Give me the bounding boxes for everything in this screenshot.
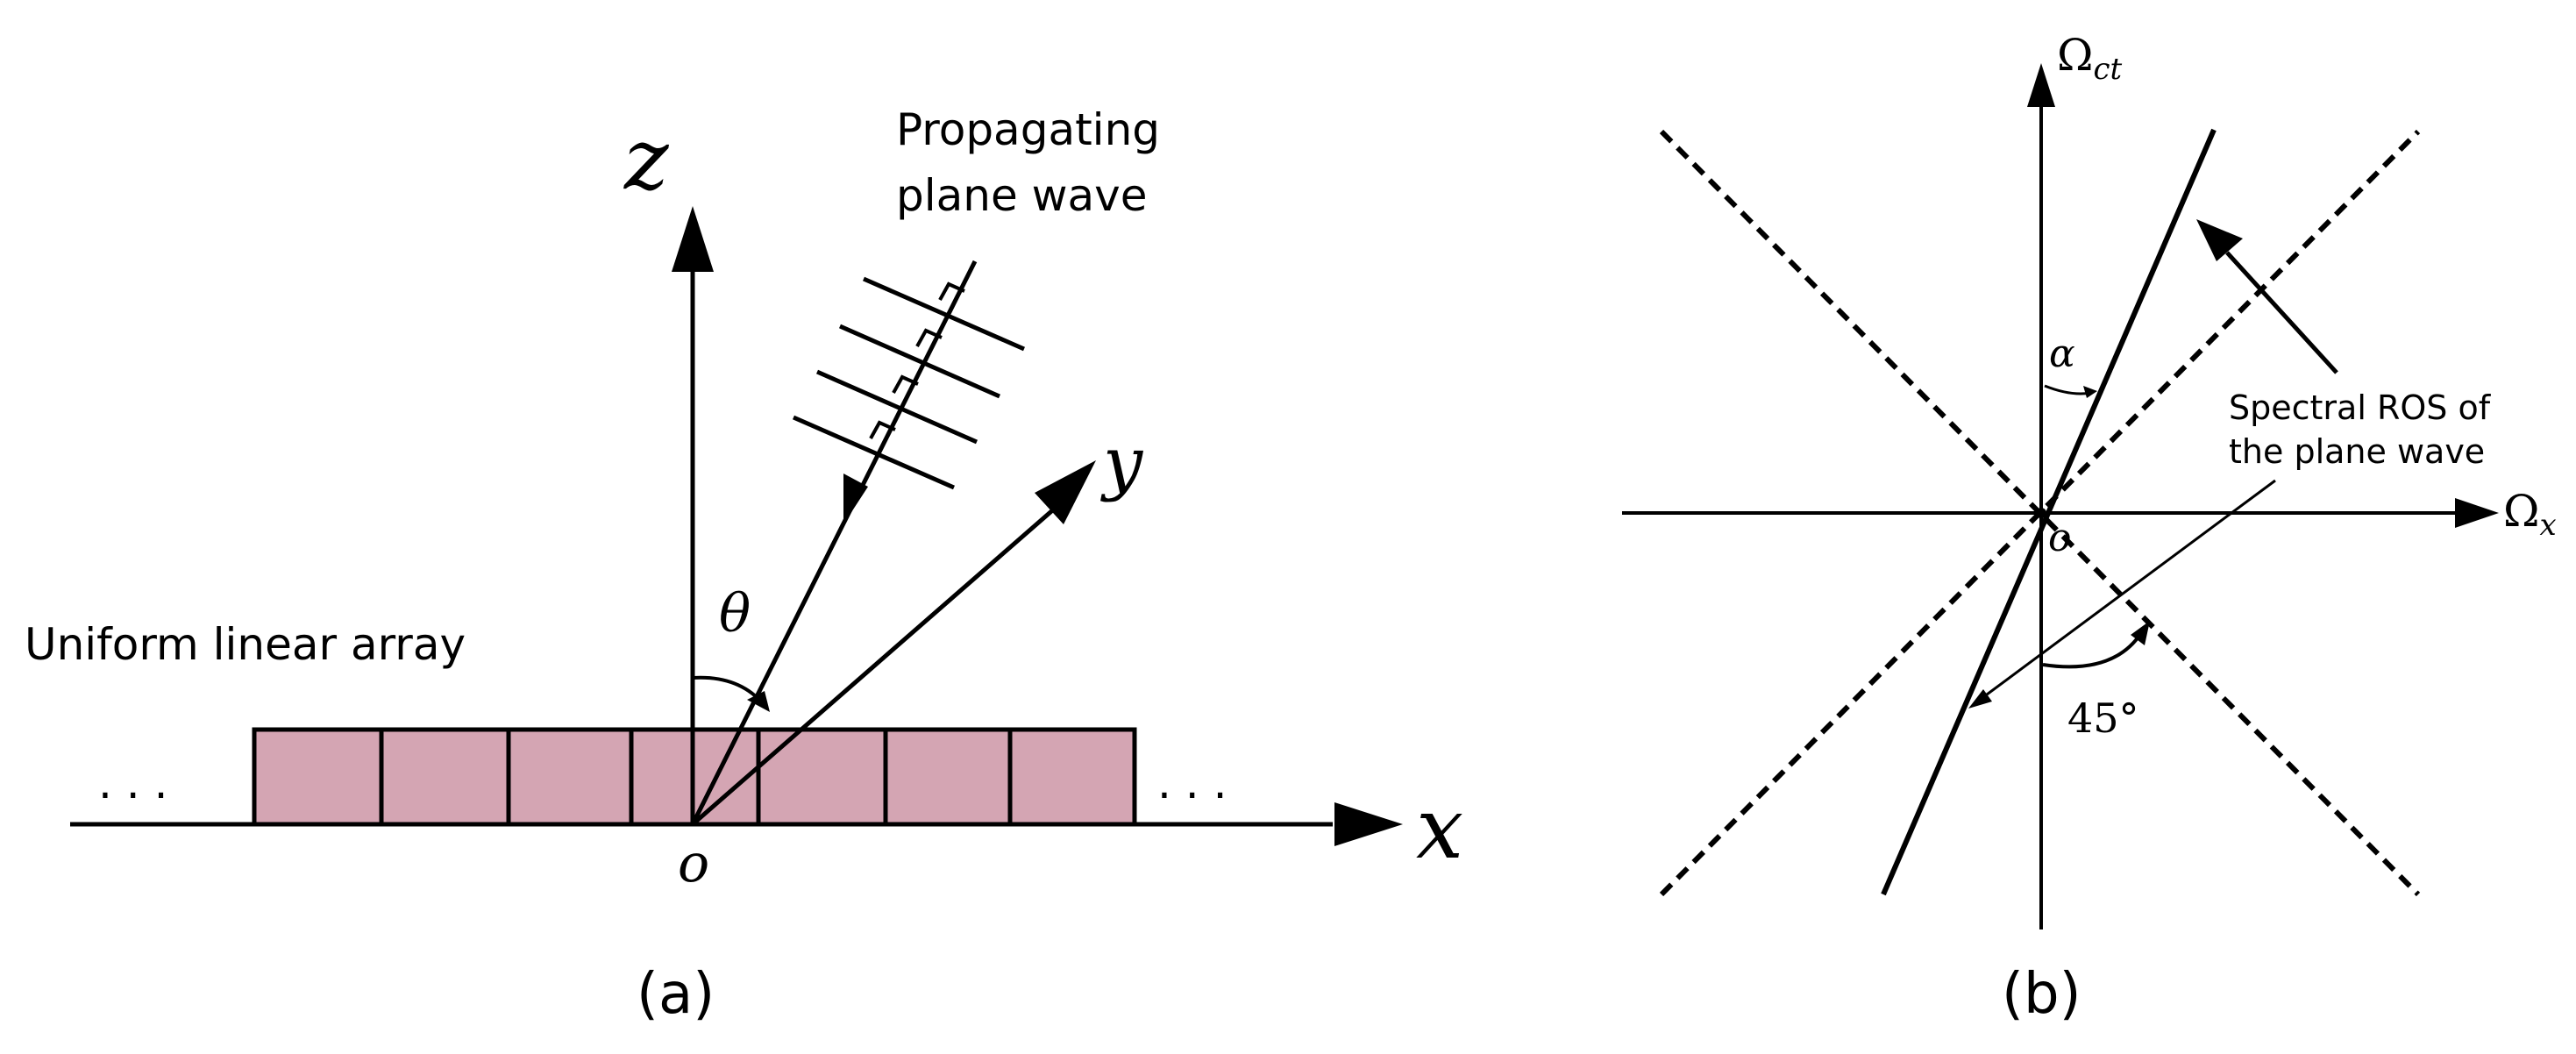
x-axis-label: x bbox=[1416, 780, 1463, 878]
y-axis-label: y bbox=[1100, 422, 1144, 503]
y-axis bbox=[691, 505, 1058, 826]
angle-45-label: 45° bbox=[2067, 694, 2139, 742]
ellipsis-right: . . . bbox=[1157, 758, 1227, 808]
wave-direction-arrowhead bbox=[843, 474, 868, 524]
ros-pointer-arrowhead bbox=[2196, 219, 2243, 261]
ros-pointer-line bbox=[2225, 251, 2338, 374]
array-cell-1 bbox=[252, 727, 384, 827]
y-axis-arrowhead bbox=[1035, 460, 1096, 524]
alpha-label: α bbox=[2049, 331, 2075, 376]
omega-x-label: Ωx bbox=[2503, 486, 2557, 543]
ros-connector-line bbox=[1982, 479, 2276, 699]
panel-b: Ωct Ωx o α 45° Spectral ROS of the plane… bbox=[1622, 30, 2557, 1027]
array-cell-3 bbox=[506, 727, 634, 827]
z-axis-arrowhead bbox=[672, 206, 714, 272]
array-cell-2 bbox=[379, 727, 511, 827]
caption-a: (a) bbox=[637, 962, 715, 1027]
wavefront-2 bbox=[838, 324, 1001, 399]
theta-label: θ bbox=[719, 583, 751, 645]
ellipsis-left: . . . bbox=[98, 758, 167, 808]
caption-b: (b) bbox=[2002, 962, 2081, 1027]
ros-label-line1: Spectral ROS of bbox=[2229, 388, 2492, 427]
wave-label-line2: plane wave bbox=[896, 170, 1148, 221]
origin-label-b: o bbox=[2048, 516, 2072, 560]
wavefronts bbox=[792, 276, 1026, 490]
array-elements bbox=[252, 727, 1137, 827]
theta-arc-arrowhead bbox=[747, 691, 770, 712]
panel-a: z x y o θ Uniform linear array Propagati… bbox=[25, 104, 1463, 1027]
wavefront-3 bbox=[815, 369, 978, 445]
spectral-ros-line bbox=[1881, 128, 2217, 896]
x-axis-arrowhead bbox=[1334, 802, 1403, 846]
array-cell-6 bbox=[883, 727, 1013, 827]
angle-45-arrowhead bbox=[2131, 621, 2150, 645]
z-axis-label: z bbox=[623, 110, 670, 209]
alpha-arc-arrowhead bbox=[2083, 386, 2097, 398]
array-cell-5 bbox=[756, 727, 888, 827]
omega-ct-arrowhead bbox=[2027, 63, 2055, 107]
origin-dot bbox=[2036, 508, 2046, 518]
wavefront-1 bbox=[862, 276, 1026, 352]
wave-direction-line bbox=[690, 260, 978, 826]
array-cell-7 bbox=[1007, 727, 1137, 827]
origin-label-a: o bbox=[678, 833, 709, 894]
wavefront-4 bbox=[792, 415, 956, 490]
wave-label-line1: Propagating bbox=[896, 104, 1160, 155]
ros-connector-arrowhead bbox=[1968, 689, 1992, 709]
angle-45-arc bbox=[2042, 631, 2143, 669]
array-label: Uniform linear array bbox=[25, 619, 466, 670]
omega-ct-label: Ωct bbox=[2057, 30, 2123, 87]
ros-label-line2: the plane wave bbox=[2229, 432, 2485, 471]
right-angle-marks bbox=[869, 281, 965, 439]
omega-x-arrowhead bbox=[2455, 498, 2499, 528]
